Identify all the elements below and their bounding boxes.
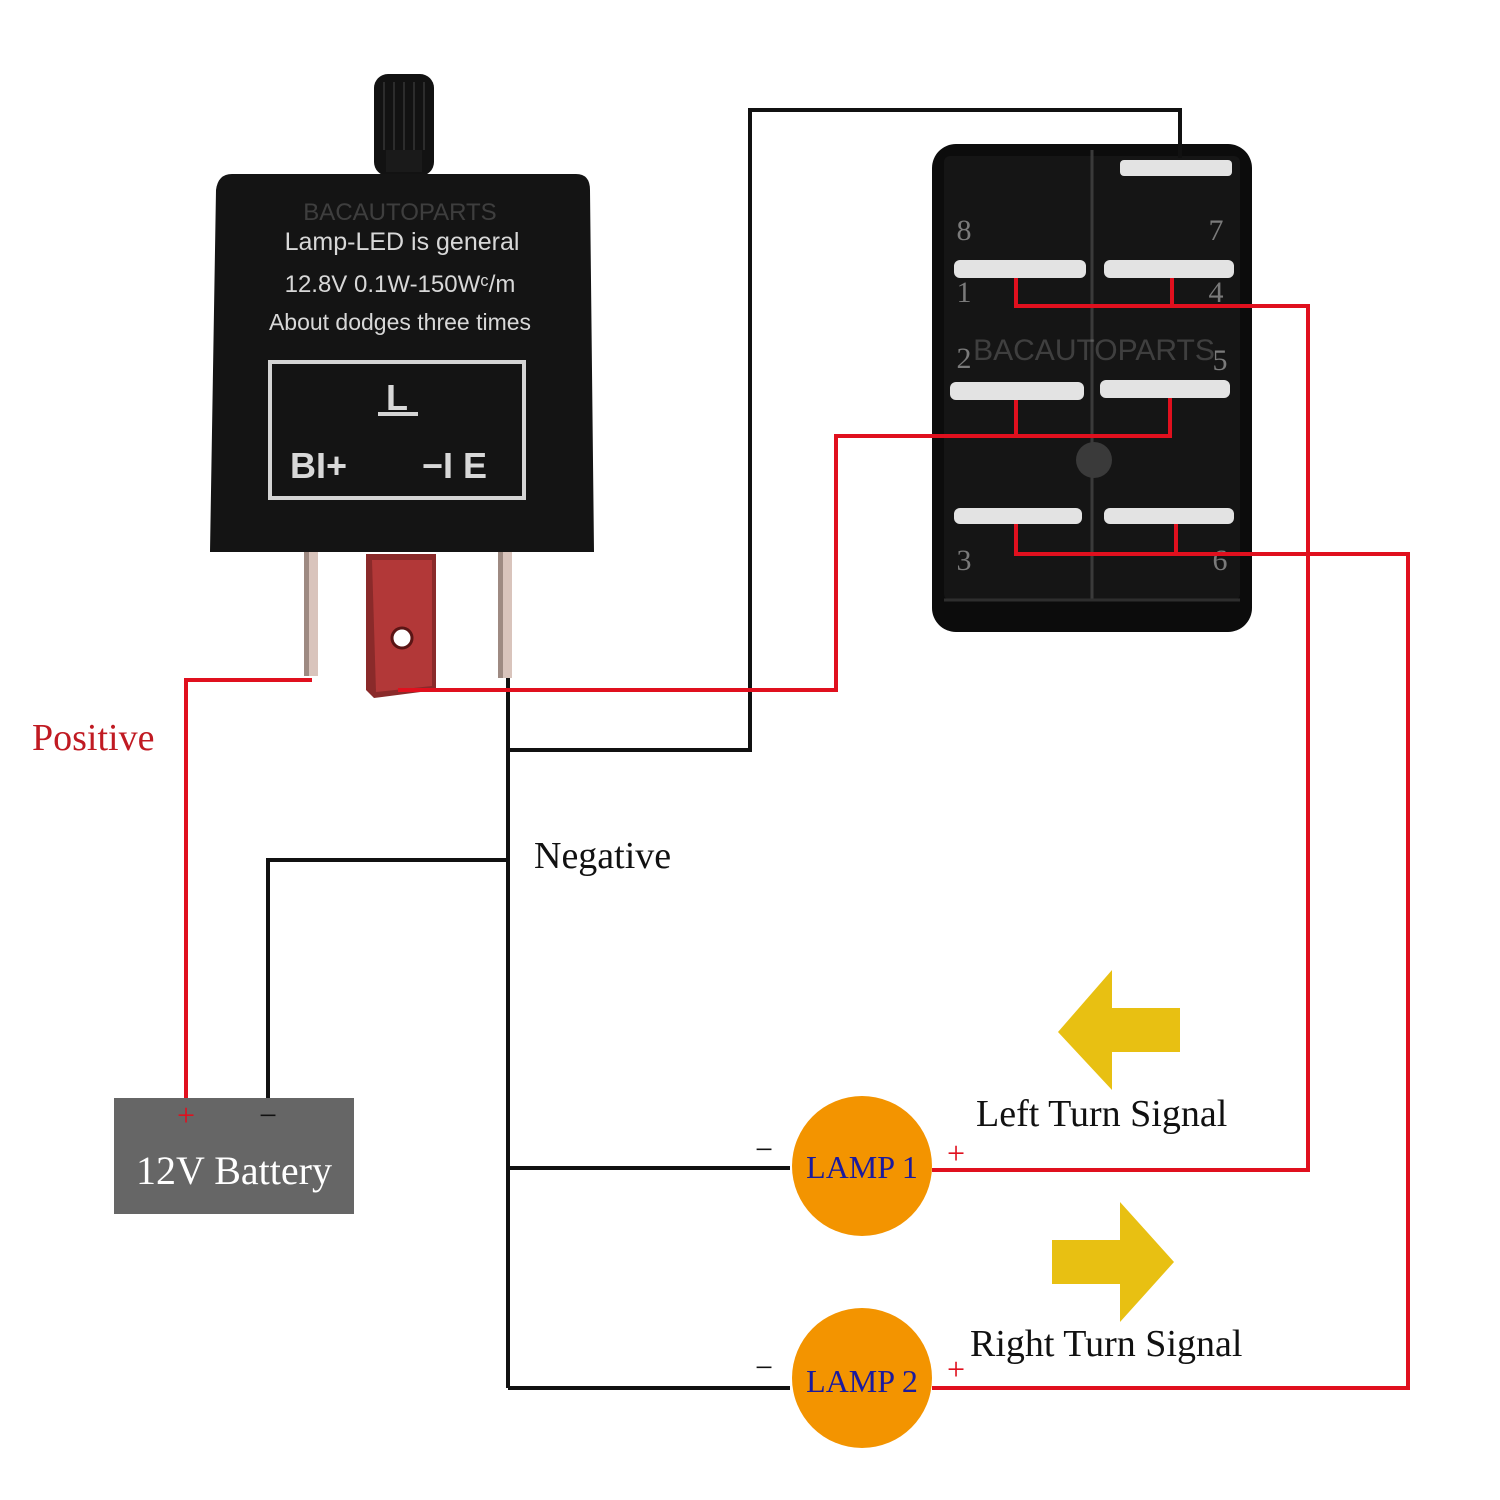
wire-switch-1-4-to-lamp1 [932,278,1310,1172]
terminal-e-label: −I E [422,445,487,486]
battery: + − 12V Battery [114,1097,354,1214]
relay-text-line3: About dodges three times [269,309,531,335]
battery-plus-terminal: + [177,1097,195,1133]
flasher-relay: BACAUTOPARTS Lamp-LED is general 12.8V 0… [210,74,594,698]
terminal-6 [1104,508,1234,524]
negative-label: Negative [534,835,671,877]
positive-wires [184,278,1410,1390]
switch-watermark: BACAUTOPARTS [973,334,1215,367]
terminal-b-label: BI+ [290,445,347,486]
rocker-switch: BACAUTOPARTS 1 2 3 4 5 6 7 8 [932,144,1252,632]
terminal-4 [1104,260,1234,278]
pin-number-2: 2 [957,342,972,375]
knob-ridges [383,82,425,150]
relay-text-line2: 12.8V 0.1W-150Wᶜ/m [285,271,516,298]
terminal-2 [950,382,1084,400]
terminal-1 [954,260,1086,278]
lamp-2-bulb [792,1308,932,1448]
negative-wires [266,108,1182,1390]
lamp-1-plus: + [947,1135,965,1171]
left-turn-label: Left Turn Signal [976,1093,1227,1135]
lamp-2-minus: − [755,1349,773,1385]
wire-relay-e-to-switch-7 [506,108,1182,752]
battery-minus-terminal: − [259,1097,277,1133]
lamp-2-label: LAMP 2 [806,1363,918,1399]
lamp-2-plus: + [947,1351,965,1387]
lamp-1: LAMP 1 − + [755,1096,965,1236]
terminal-7 [1120,160,1232,176]
battery-body [114,1098,354,1214]
wire-relay-l-to-switch-2-5 [398,398,1172,692]
right-turn-label: Right Turn Signal [970,1323,1242,1365]
terminal-3 [954,508,1082,524]
battery-label: 12V Battery [136,1148,332,1193]
pin-number-1: 1 [957,276,972,309]
relay-watermark: BACAUTOPARTS [303,199,496,226]
lamp-1-minus: − [755,1131,773,1167]
wire-switch-3-6-to-lamp2 [932,524,1410,1390]
arrow-left-icon [1058,970,1180,1090]
lamp-1-bulb [792,1096,932,1236]
relay-terminal-box [268,360,526,500]
terminal-5 [1100,380,1230,398]
pin-number-4: 4 [1209,276,1224,309]
switch-terminals [950,160,1234,524]
arrow-right-icon [1052,1202,1174,1322]
wire-battery-to-relay-b [184,678,312,1100]
switch-center-dot [1076,442,1112,478]
pin-number-8: 8 [957,214,972,247]
wire-battery-negative [266,858,508,1100]
relay-text-line1: Lamp-LED is general [285,228,520,256]
pin-number-3: 3 [957,544,972,577]
pin-number-5: 5 [1213,344,1228,377]
positive-label: Positive [32,717,154,759]
lamp-1-label: LAMP 1 [806,1149,918,1185]
terminal-l-label: L [386,377,408,418]
lamp-2: LAMP 2 − + [755,1308,965,1448]
pin-number-6: 6 [1213,544,1228,577]
pin-number-7: 7 [1209,214,1224,247]
